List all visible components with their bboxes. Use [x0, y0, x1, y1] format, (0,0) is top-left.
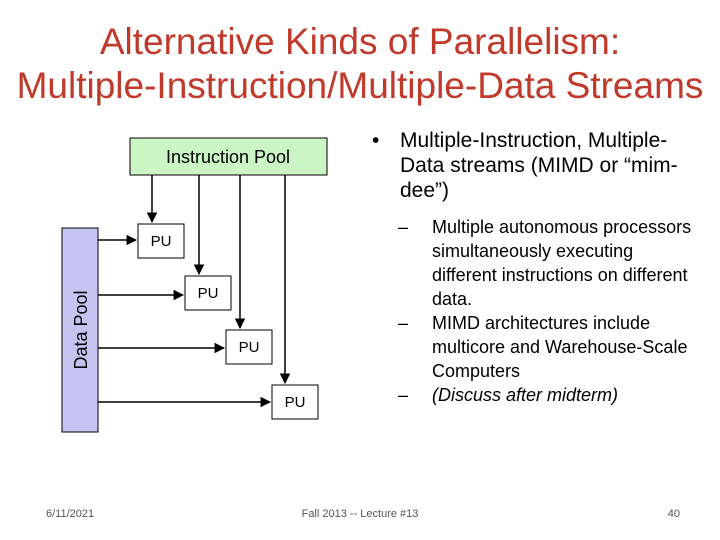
main-bullet-text: Multiple-Instruction, Multiple-Data stre…	[400, 129, 678, 202]
pu-box-3	[225, 329, 273, 365]
footer-page-number: 40	[667, 508, 680, 520]
slide-title: Alternative Kinds of Parallelism: Multip…	[0, 20, 720, 108]
footer-date: 6/11/2021	[46, 508, 95, 520]
data-pool-label: Data Pool	[71, 290, 91, 369]
pu-label-3: PU	[239, 339, 260, 356]
sub-bullet-2-text: MIMD architectures include multicore and…	[432, 313, 688, 381]
pu-label-4: PU	[285, 394, 306, 411]
footer-lecture: Fall 2013 -- Lecture #13	[301, 508, 419, 520]
sub-bullet-3-text: (Discuss after midterm)	[432, 385, 619, 405]
bullet-dot: •	[372, 129, 380, 152]
pu-box-4	[271, 384, 319, 420]
sub-bullet-2: – MIMD architectures include multicore a…	[398, 311, 702, 383]
pu-label-2: PU	[198, 285, 219, 302]
main-bullet: • Multiple-Instruction, Multiple-Data st…	[372, 128, 702, 203]
sub-bullet-1-text: Multiple autonomous processors simultane…	[432, 217, 692, 309]
bullet-list: • Multiple-Instruction, Multiple-Data st…	[372, 128, 702, 407]
sub-bullet-list: – Multiple autonomous processors simulta…	[372, 215, 702, 407]
dash-mark: –	[398, 385, 409, 405]
sub-bullet-3: – (Discuss after midterm)	[398, 383, 702, 407]
pu-box-1	[137, 223, 185, 259]
sub-bullet-1: – Multiple autonomous processors simulta…	[398, 215, 702, 311]
slide-title-line-1: Alternative Kinds of Parallelism:	[99, 21, 621, 62]
instruction-pool-box	[129, 137, 328, 176]
pu-label-1: PU	[151, 233, 172, 250]
dash-mark: –	[398, 217, 409, 237]
data-pool-box	[61, 227, 99, 433]
instruction-pool-label: Instruction Pool	[166, 147, 290, 167]
pu-box-2	[184, 275, 232, 311]
slide-title-line-2: Multiple-Instruction/Multiple-Data Strea…	[16, 65, 704, 106]
dash-mark: –	[398, 313, 409, 333]
